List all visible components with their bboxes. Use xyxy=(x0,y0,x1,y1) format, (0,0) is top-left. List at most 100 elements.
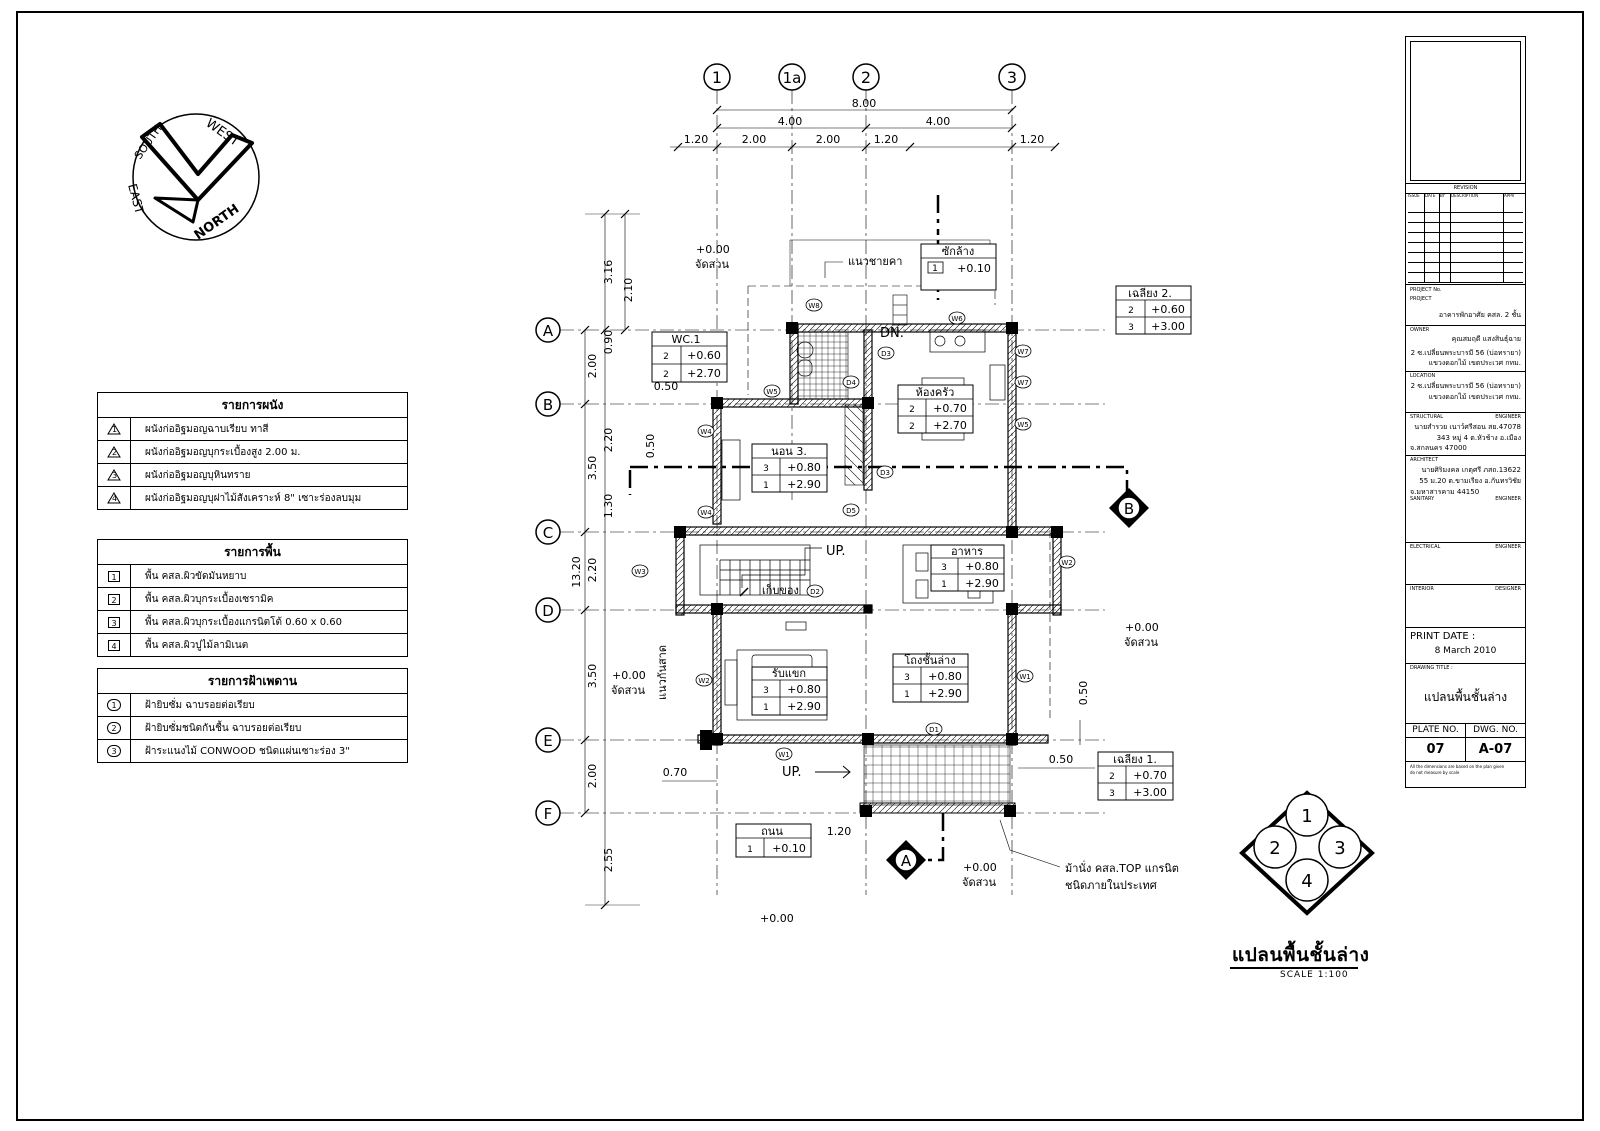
door-tag: D4 xyxy=(842,375,860,389)
svg-text:+3.00: +3.00 xyxy=(1151,320,1185,333)
svg-text:1.20: 1.20 xyxy=(827,825,852,838)
door-tag: D2 xyxy=(806,584,824,598)
grid-row-bubble: F xyxy=(535,800,561,826)
grid-col-bubble: 3 xyxy=(998,63,1026,91)
window-tag: W4 xyxy=(697,424,715,438)
svg-text:F: F xyxy=(544,805,553,823)
svg-text:+2.90: +2.90 xyxy=(787,700,821,713)
stair xyxy=(699,544,822,597)
dim-left: 2.20 xyxy=(602,428,615,453)
svg-text:+0.80: +0.80 xyxy=(928,670,962,683)
revision-table: ISSUE DATE BY DESCRIPTION APPR xyxy=(1408,193,1523,283)
ceiling-legend-title: รายการฝ้าเพดาน xyxy=(98,669,407,694)
print-date-label: PRINT DATE : xyxy=(1410,631,1476,642)
garden-level: +0.00 xyxy=(612,669,646,682)
svg-text:+0.80: +0.80 xyxy=(965,560,999,573)
window-tag: W7 xyxy=(1014,375,1032,389)
svg-text:2: 2 xyxy=(1109,772,1115,782)
key-plan-2: 2 xyxy=(1269,838,1280,859)
kitchen-steps xyxy=(892,294,908,326)
room-tag-wc1: WC.1 2 +0.60 2 +2.70 xyxy=(651,331,728,383)
svg-text:C: C xyxy=(543,524,553,542)
door-tag: D5 xyxy=(842,503,860,517)
svg-text:W5: W5 xyxy=(766,388,777,396)
title-block-image-frame xyxy=(1410,41,1521,181)
window-tag: W6 xyxy=(948,311,966,325)
svg-text:ห้องครัว: ห้องครัว xyxy=(916,386,955,399)
svg-text:1: 1 xyxy=(932,264,938,274)
svg-text:3: 3 xyxy=(904,673,910,683)
room-tag-road: ถนน 1 +0.10 xyxy=(735,823,812,858)
window-tag: W3 xyxy=(631,564,649,578)
svg-text:WC.1: WC.1 xyxy=(671,333,700,346)
svg-text:+2.70: +2.70 xyxy=(687,367,721,380)
svg-text:2: 2 xyxy=(1128,306,1134,316)
svg-text:W4: W4 xyxy=(700,428,712,436)
room-tag-terrace-1: เฉลียง 1. 2 +0.70 3 +3.00 xyxy=(1097,751,1174,801)
grid-col-bubble: 1a xyxy=(778,63,806,91)
svg-text:3: 3 xyxy=(1128,323,1134,333)
square-tag-icon: 3 xyxy=(108,616,120,628)
wall-legend-title: รายการผนัง xyxy=(98,393,407,418)
compass-east: EAST xyxy=(125,182,147,216)
svg-text:+0.60: +0.60 xyxy=(1151,303,1185,316)
walls xyxy=(675,323,1062,746)
room-tag-living: รับแขก 3 +0.80 1 +2.90 xyxy=(751,666,828,716)
svg-text:ถนน: ถนน xyxy=(761,825,783,838)
svg-text:D3: D3 xyxy=(881,350,891,358)
drawing-title-box: แปลนพื้นชั้นล่าง xyxy=(1423,690,1508,704)
drawing-title: แปลนพื้นชั้นล่าง xyxy=(1232,944,1370,966)
plan-notes: +0.00 จัดสวน แนวชายคา +0.00 จัดสวน +0.00… xyxy=(611,243,1179,925)
dim-total-height: 13.20 xyxy=(570,556,583,588)
svg-text:W4: W4 xyxy=(700,509,712,517)
room-tags: ซักล้าง 1 +0.10 เฉลียง 2. 2 +0.60 3 +3.0… xyxy=(651,243,1192,858)
dim-left: 2.20 xyxy=(586,558,599,583)
oval-tag-icon: 2 xyxy=(107,722,121,734)
dim-left: 3.50 xyxy=(586,664,599,689)
grid-row-bubble: A xyxy=(535,317,561,343)
plate-dwg-box: PLATE NO. 07 DWG. NO. A-07 xyxy=(1406,723,1525,761)
room-tag-dining: อาหาร 3 +0.80 1 +2.90 xyxy=(930,544,1005,592)
svg-text:เฉลียง 2.: เฉลียง 2. xyxy=(1128,287,1172,300)
top-dimensions: 8.00 4.00 4.00 1.20 2.00 2.00 1.20 1.20 xyxy=(670,97,1060,152)
dim-left: 0.90 xyxy=(602,330,615,355)
svg-text:+2.90: +2.90 xyxy=(965,577,999,590)
storage-label: เก็บของ xyxy=(762,583,799,597)
drawing-sheet-border xyxy=(16,11,1584,1121)
dwg-no: A-07 xyxy=(1478,742,1513,757)
room-tag-laundry: ซักล้าง 1 +0.10 xyxy=(920,243,997,291)
plate-no: 07 xyxy=(1426,742,1445,757)
door-tag: D3 xyxy=(876,465,894,479)
svg-text:โถงชั้นล่าง: โถงชั้นล่าง xyxy=(904,652,955,667)
svg-text:W7: W7 xyxy=(1017,379,1028,387)
svg-text:D: D xyxy=(542,602,554,620)
oval-tag-icon: 3 xyxy=(107,745,121,757)
stair-down: DN. xyxy=(880,326,904,341)
garden-level: +0.00 xyxy=(1125,621,1159,634)
svg-text:+0.80: +0.80 xyxy=(787,683,821,696)
bench-note: ชนิดภายในประเทศ xyxy=(1065,879,1157,892)
section-marker-a: A xyxy=(886,840,926,880)
left-dimensions: 13.20 3.16 2.10 0.90 2.00 2.20 3.50 1.30… xyxy=(570,209,678,910)
porch-up: UP. xyxy=(782,765,801,780)
svg-text:2: 2 xyxy=(909,405,915,415)
svg-text:+0.70: +0.70 xyxy=(1133,769,1167,782)
svg-text:+0.60: +0.60 xyxy=(687,349,721,362)
svg-text:รับแขก: รับแขก xyxy=(772,667,806,680)
dim-left: 2.55 xyxy=(602,848,615,873)
svg-text:ซักล้าง: ซักล้าง xyxy=(942,245,974,258)
svg-text:B: B xyxy=(543,396,553,414)
triangle-tag-icon: 3 xyxy=(107,469,121,481)
svg-text:D3: D3 xyxy=(880,469,890,477)
dim-seg: 1.20 xyxy=(684,133,709,146)
wc-tile xyxy=(797,331,849,400)
dim-seg: 1.20 xyxy=(1020,133,1045,146)
dim-half-left: 4.00 xyxy=(778,115,803,128)
svg-text:3: 3 xyxy=(941,563,947,573)
